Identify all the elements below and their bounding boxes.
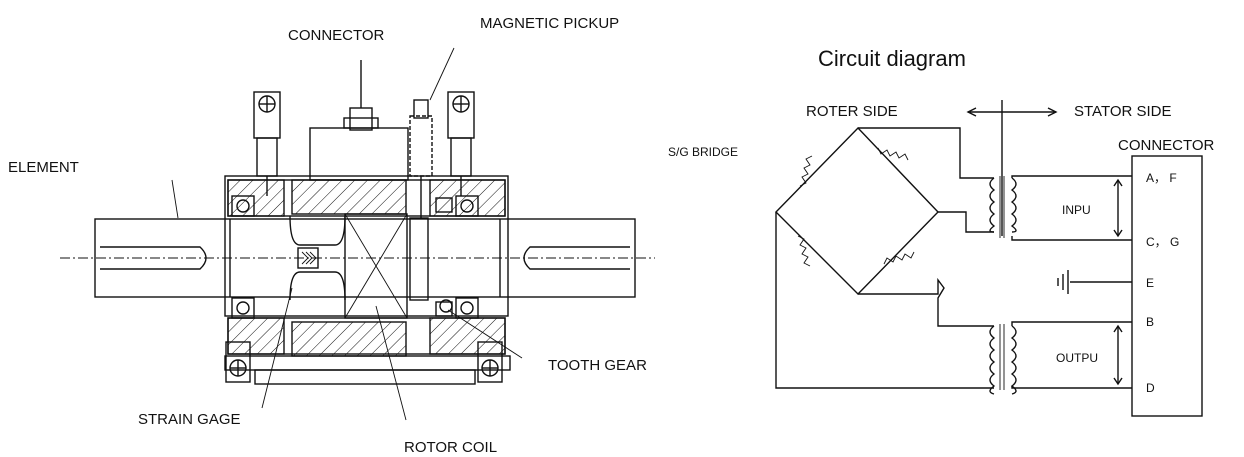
output-label: OUTPU — [1056, 351, 1098, 365]
torsion-section — [289, 215, 346, 301]
sg-bridge-label: S/G BRIDGE — [668, 145, 738, 159]
circuit-diagram: Circuit diagram ROTER SIDE STATOR SIDE C… — [668, 46, 1215, 417]
leader-tooth-gear — [447, 309, 523, 359]
magnetic-pickup-label: MAGNETIC PICKUP — [480, 15, 619, 32]
sg-bridge — [775, 126, 994, 389]
rotor-coil-label: ROTOR COIL — [404, 439, 497, 456]
shaft — [94, 218, 636, 298]
roter-side-label: ROTER SIDE — [806, 103, 898, 120]
leader-strain-gage — [261, 287, 293, 409]
connector-block — [309, 60, 409, 181]
bearings — [231, 195, 479, 319]
strain-gage-label: STRAIN GAGE — [138, 411, 241, 428]
output-arrow — [1113, 324, 1123, 386]
terminal-b: B — [1146, 315, 1154, 329]
mounting-bracket-top-left — [253, 91, 281, 196]
connector-box — [1131, 155, 1203, 417]
leader-magnetic-pickup — [429, 47, 455, 101]
mounting-bracket-bottom-right — [477, 341, 503, 383]
housing-upper — [224, 175, 509, 317]
tooth-gear — [409, 217, 453, 313]
stator-side-label: STATOR SIDE — [1074, 103, 1172, 120]
ground-symbol — [1057, 270, 1132, 294]
input-transformer — [989, 175, 1132, 241]
housing-lower — [224, 317, 511, 385]
output-transformer — [989, 321, 1132, 395]
connector-label-circuit: CONNECTOR — [1118, 137, 1215, 154]
connector-label: CONNECTOR — [288, 27, 385, 44]
tooth-gear-label: TOOTH GEAR — [548, 357, 647, 374]
element-label: ELEMENT — [8, 159, 79, 176]
rotor-coil — [344, 213, 408, 319]
terminal-cg: C， G — [1146, 235, 1179, 249]
mounting-bracket-bottom-left — [225, 341, 251, 383]
circuit-title: Circuit diagram — [818, 46, 966, 71]
leader-element — [171, 179, 179, 219]
mounting-bracket-top-right — [447, 91, 475, 196]
terminal-af: A， F — [1146, 171, 1177, 185]
mechanical-cross-section: CONNECTOR MAGNETIC PICKUP ELEMENT STRAIN… — [8, 15, 655, 456]
terminal-d: D — [1146, 381, 1155, 395]
terminal-e: E — [1146, 276, 1154, 290]
side-divider-arrow — [966, 100, 1058, 236]
magnetic-pickup — [409, 99, 433, 218]
input-label: INPU — [1062, 203, 1091, 217]
input-arrow — [1113, 178, 1123, 238]
leader-rotor-coil — [375, 305, 407, 421]
